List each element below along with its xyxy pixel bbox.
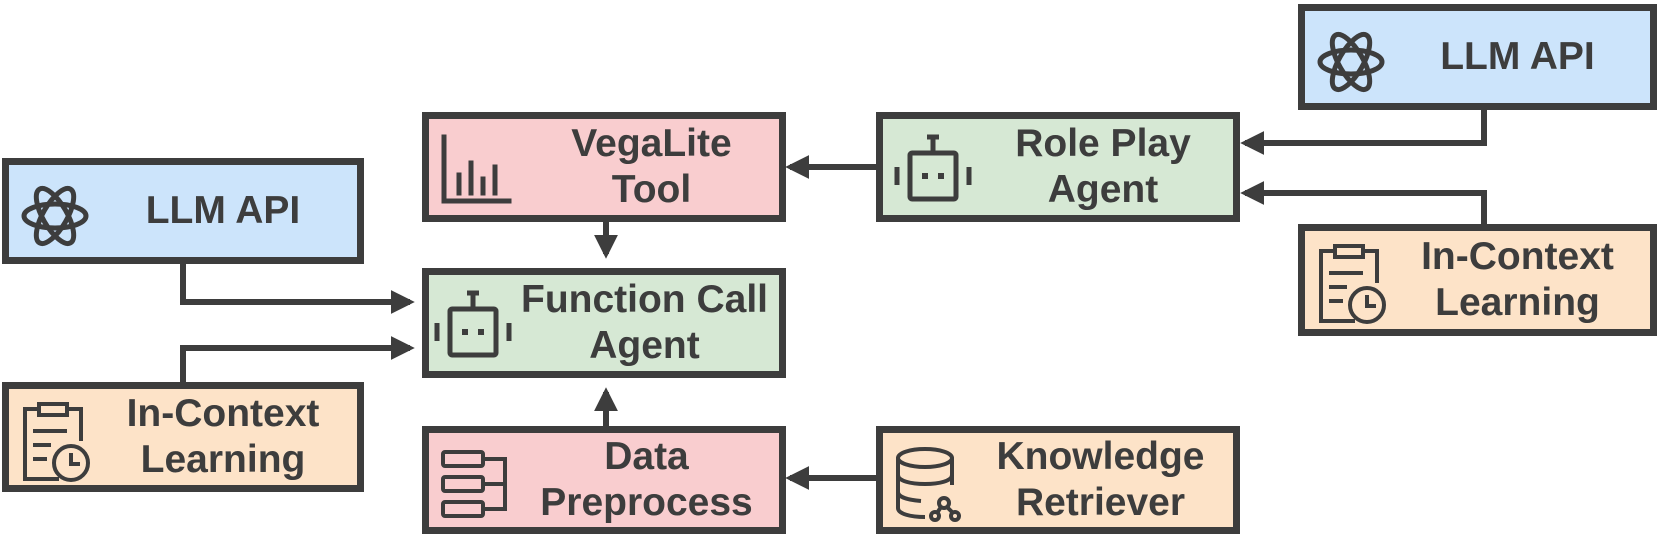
node-label: Data Preprocess (524, 433, 769, 527)
in-context-learning-node-left: In-Context Learning (2, 382, 364, 492)
node-label: VegaLite Tool (534, 119, 769, 215)
node-label: Function Call Agent (514, 275, 775, 371)
function-call-agent-node: Function Call Agent (422, 268, 786, 378)
node-label: Role Play Agent (983, 119, 1223, 215)
llm-api-node-left: LLM API (2, 158, 364, 264)
arrow-llm-api-to-function-call (180, 264, 415, 314)
arrow-llm-api-to-role-play (1240, 110, 1487, 155)
node-label: LLM API (1395, 11, 1640, 103)
arrow-in-context-to-function-call (180, 336, 415, 382)
label-line: Preprocess (540, 481, 753, 524)
label-line: LLM API (145, 189, 301, 232)
bar-chart-icon (441, 134, 512, 204)
robot-icon (894, 134, 972, 202)
openai-logo-icon (21, 185, 89, 247)
role-play-agent-node: Role Play Agent (876, 112, 1240, 222)
label-line: Role Play (1015, 122, 1191, 165)
label-line: VegaLite (571, 122, 732, 165)
node-label: In-Context Learning (1395, 231, 1640, 329)
clipboard-clock-icon (1319, 244, 1386, 324)
node-label: Knowledge Retriever (978, 433, 1223, 527)
label-line: Function Call (521, 278, 768, 321)
label-line: Agent (589, 324, 700, 367)
label-line: LLM API (1440, 35, 1595, 78)
label-line: Retriever (1015, 481, 1186, 524)
data-table-icon (441, 450, 507, 518)
in-context-learning-node-right: In-Context Learning (1298, 224, 1657, 336)
label-line: In-Context (1421, 235, 1614, 278)
data-preprocess-node: Data Preprocess (422, 426, 786, 534)
label-line: Learning (1435, 281, 1600, 324)
robot-icon (434, 290, 512, 358)
arrow-in-context-to-role-play (1240, 181, 1487, 224)
label-line: Learning (140, 438, 306, 481)
label-line: Tool (611, 168, 692, 211)
node-label: In-Context Learning (99, 389, 347, 485)
label-line: Knowledge (996, 435, 1205, 478)
label-line: In-Context (126, 392, 320, 435)
clipboard-clock-icon (23, 402, 90, 482)
knowledge-retriever-node: Knowledge Retriever (876, 426, 1240, 534)
vegalite-tool-node: VegaLite Tool (422, 112, 786, 222)
label-line: Agent (1047, 168, 1159, 211)
label-line: Data (604, 435, 689, 478)
llm-api-node-right: LLM API (1298, 4, 1657, 110)
node-label: LLM API (99, 165, 347, 257)
openai-logo-icon (1317, 31, 1385, 93)
database-search-icon (896, 447, 961, 522)
